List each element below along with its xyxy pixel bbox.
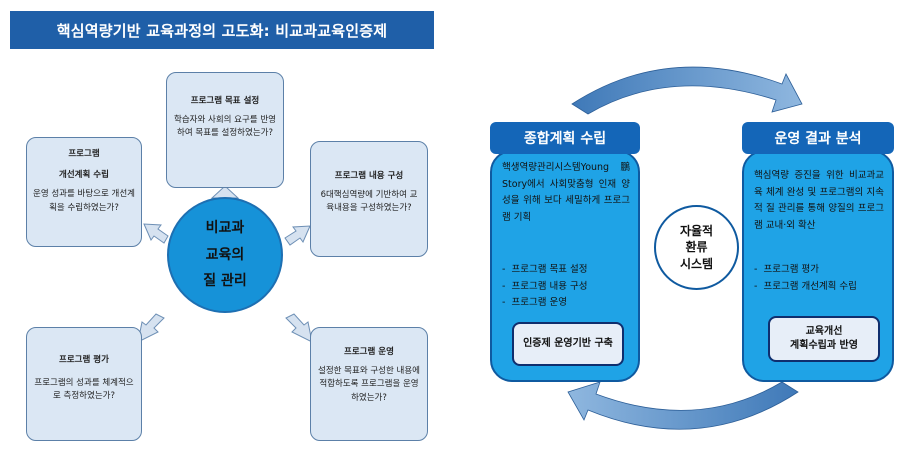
badge-line2: 계획수립과 반영 bbox=[790, 340, 858, 351]
analysis-panel-list: - 프로그램 평가 - 프로그램 개선계획 수립 bbox=[754, 262, 886, 295]
badge-line1: 교육개선 bbox=[805, 326, 843, 337]
analysis-panel-title: 운영 결과 분석 bbox=[742, 122, 894, 154]
arrow-to-operation bbox=[285, 313, 313, 343]
feedback-system-oval: 자율적 환류 시스템 bbox=[654, 205, 739, 290]
card-title-line1: 프로그램 bbox=[68, 149, 100, 159]
card-program-content: 프로그램 내용 구성 6대핵심역량에 기반하여 교육내용을 구성하였는가? bbox=[310, 141, 428, 257]
analysis-panel-text: 핵심역량 증진을 위한 비교과교육 체계 완성 및 프로그램의 지속적 질 관리… bbox=[754, 170, 884, 231]
card-body: 운영 성과를 바탕으로 개선계획을 수립하였는가? bbox=[33, 189, 135, 213]
card-body: 프로그램의 성과를 체계적으로 측정하였는가? bbox=[34, 378, 134, 402]
circle-line2: 교육의 bbox=[205, 246, 245, 263]
card-title: 프로그램 내용 구성 bbox=[334, 171, 404, 181]
plan-panel-text: 핵생역량관리시스템Young鵬 Story에서 사회맞춤형 인재 양성을 위해 … bbox=[502, 162, 630, 223]
card-body: 6대핵심역량에 기반하여 교육내용을 구성하였는가? bbox=[320, 190, 418, 214]
list-item: - 프로그램 개선계획 수립 bbox=[754, 280, 857, 292]
top-arc-arrow bbox=[571, 66, 803, 115]
plan-panel-badge: 인증제 운영기반 구축 bbox=[512, 322, 624, 366]
plan-panel-list: - 프로그램 목표 설정 - 프로그램 내용 구성 - 프로그램 운영 bbox=[502, 262, 630, 312]
card-program-operation: 프로그램 운영 설정한 목표와 구성한 내용에 적합하도록 프로그램을 운영하였… bbox=[310, 327, 428, 441]
oval-line2: 환류 bbox=[685, 240, 708, 255]
circle-line3: 질 관리 bbox=[203, 273, 247, 290]
card-program-goal: 프로그램 목표 설정 학습자와 사회의 요구를 반영하여 목표를 설정하였는가? bbox=[166, 72, 284, 188]
arrow-to-content bbox=[284, 225, 311, 246]
arrow-to-improvement bbox=[143, 223, 169, 244]
list-item: - 프로그램 운영 bbox=[502, 297, 567, 309]
circle-line1: 비교과 bbox=[205, 220, 245, 237]
feedback-cycle-arrows bbox=[567, 66, 803, 430]
bottom-arc-arrow bbox=[567, 381, 799, 430]
list-item: - 프로그램 내용 구성 bbox=[502, 280, 588, 292]
card-title-line2: 개선계획 수립 bbox=[59, 170, 109, 181]
card-title: 프로그램 목표 설정 bbox=[190, 96, 260, 106]
card-title: 프로그램 운영 bbox=[344, 347, 394, 357]
card-body: 학습자와 사회의 요구를 반영하여 목표를 설정하였는가? bbox=[174, 115, 276, 139]
analysis-panel-badge: 교육개선 계획수립과 반영 bbox=[768, 316, 880, 362]
quality-management-circle: 비교과 교육의 질 관리 bbox=[167, 197, 283, 313]
list-item: - 프로그램 평가 bbox=[754, 264, 819, 275]
list-item: - 프로그램 목표 설정 bbox=[502, 264, 588, 275]
plan-panel-title: 종합계획 수립 bbox=[490, 122, 640, 154]
oval-line3: 시스템 bbox=[679, 256, 714, 271]
oval-line1: 자율적 bbox=[679, 224, 714, 239]
card-program-evaluation: 프로그램 평가 프로그램의 성과를 체계적으로 측정하였는가? bbox=[26, 327, 142, 441]
card-title: 프로그램 평가 bbox=[59, 355, 109, 365]
card-program-improvement: 프로그램 개선계획 수립 운영 성과를 바탕으로 개선계획을 수립하였는가? bbox=[26, 137, 142, 247]
page-title: 핵심역량기반 교육과정의 고도화: 비교과교육인증제 bbox=[10, 11, 434, 49]
card-body: 설정한 목표와 구성한 내용에 적합하도록 프로그램을 운영하였는가? bbox=[318, 366, 420, 403]
